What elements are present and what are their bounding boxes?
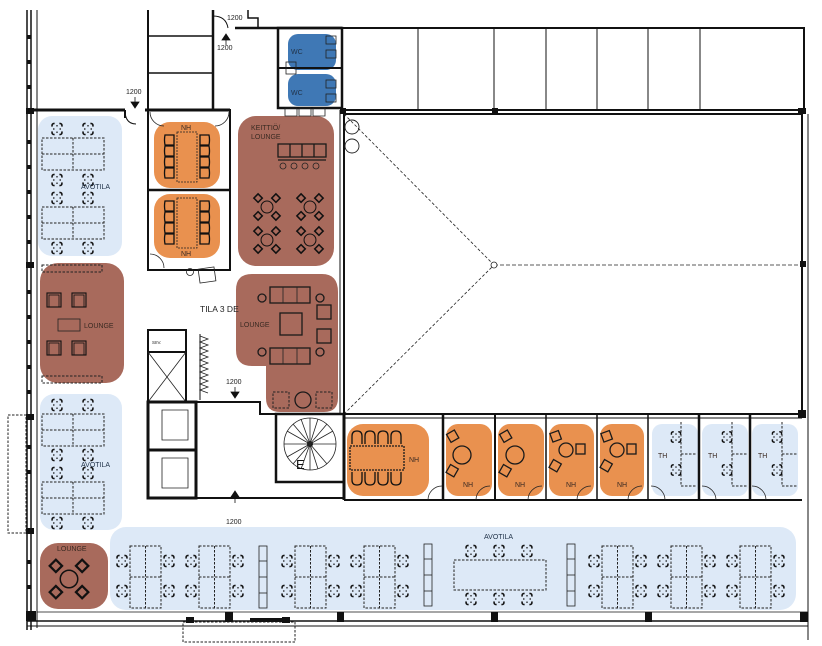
zone-label-lounge: LOUNGE [251, 134, 281, 141]
dimension-marker: 1200 [217, 33, 233, 52]
svg-text:1200: 1200 [226, 519, 242, 526]
zone-avotila-left-top[interactable] [38, 116, 122, 256]
zone-avotila-bottom[interactable] [110, 527, 796, 610]
zone-label-nh: NH [181, 125, 191, 132]
stair-label: E [296, 457, 305, 472]
meeting-table [349, 430, 405, 486]
zones [38, 34, 798, 610]
desk-cluster [41, 122, 105, 187]
th-desk [721, 422, 748, 487]
bottom-desk-clusters [116, 545, 785, 609]
zone-label-nh: NH [617, 482, 627, 489]
desk-cluster [588, 545, 647, 609]
zone-lounge-center[interactable] [236, 274, 338, 412]
zone-label-lounge: LOUNGE [240, 322, 270, 329]
furniture [41, 35, 798, 609]
zone-wc-2[interactable] [288, 74, 336, 106]
zone-label-avotila: AVOTILA [81, 462, 110, 469]
kitchen-counter [277, 143, 327, 170]
zone-label-nh: NH [409, 457, 419, 464]
desk-cluster [350, 545, 409, 609]
lounge-furniture [257, 286, 333, 409]
desk-cluster [41, 398, 105, 462]
zone-label-th: TH [658, 453, 667, 460]
desk-cluster [41, 191, 105, 255]
walls [7, 10, 809, 643]
svg-text:1200: 1200 [126, 89, 142, 96]
zone-nh-small-3[interactable] [549, 424, 594, 496]
desk-cluster [281, 545, 340, 609]
dimension-marker: 1200 [126, 89, 142, 109]
round-table [498, 429, 525, 478]
zone-label-wc: WC [291, 49, 303, 56]
dimension-marker: 1200 [227, 15, 243, 22]
zone-th-2[interactable] [702, 424, 748, 496]
desk-cluster [726, 545, 785, 609]
zone-th-1[interactable] [652, 424, 698, 496]
meeting-table [163, 197, 211, 249]
zone-label-avotila: AVOTILA [81, 184, 110, 191]
zone-nh-large[interactable] [347, 424, 429, 496]
zone-label-nh: NH [566, 482, 576, 489]
spiral-staircase [283, 417, 337, 471]
zone-nh-small-2[interactable] [498, 424, 544, 496]
svg-text:1200: 1200 [217, 45, 233, 52]
zone-label-nh: NH [181, 251, 191, 258]
wc-fixtures [285, 35, 337, 103]
zone-nh-bottom[interactable] [154, 194, 220, 258]
zone-label-th: TH [758, 453, 767, 460]
zone-label-th: TH [708, 453, 717, 460]
long-table [453, 544, 547, 606]
zone-nh-small-4[interactable] [600, 424, 644, 496]
zone-label-avotila: AVOTILA [484, 534, 513, 541]
th-desk [670, 422, 697, 487]
dimension-marker: 1200 [226, 490, 242, 526]
zone-label-lounge: LOUNGE [57, 546, 87, 553]
zone-label-keittio: KEITTIÖ/ [251, 124, 280, 132]
lounge-furniture [41, 264, 103, 384]
zone-label-wc: WC [291, 90, 303, 97]
zone-label-lounge: LOUNGE [84, 323, 114, 330]
storage-label: SIIV. [152, 340, 161, 345]
svg-text:1200: 1200 [226, 379, 242, 386]
desk-cluster [185, 545, 244, 609]
desk-cluster [657, 545, 716, 609]
desk-cluster [116, 545, 175, 609]
meeting-table [163, 131, 211, 183]
dimension-marker: 1200 [226, 379, 242, 399]
zone-nh-top[interactable] [154, 122, 220, 188]
zone-wc-1[interactable] [288, 34, 336, 70]
round-table [599, 429, 637, 473]
round-table [445, 429, 472, 478]
zone-label-nh: NH [515, 482, 525, 489]
zone-label-nh: NH [463, 482, 473, 489]
zone-th-3[interactable] [752, 424, 798, 496]
zone-keittio-lounge[interactable] [238, 116, 334, 266]
th-desk [771, 422, 798, 487]
desk-cluster [41, 466, 105, 530]
space-label: TILA 3 DE [200, 304, 239, 314]
svg-text:1200: 1200 [227, 15, 243, 22]
labels: AVOTILA LOUNGE AVOTILA LOUNGE NH NH KEIT… [57, 15, 767, 553]
zone-avotila-left-bottom[interactable] [40, 394, 122, 530]
round-table [548, 429, 586, 473]
